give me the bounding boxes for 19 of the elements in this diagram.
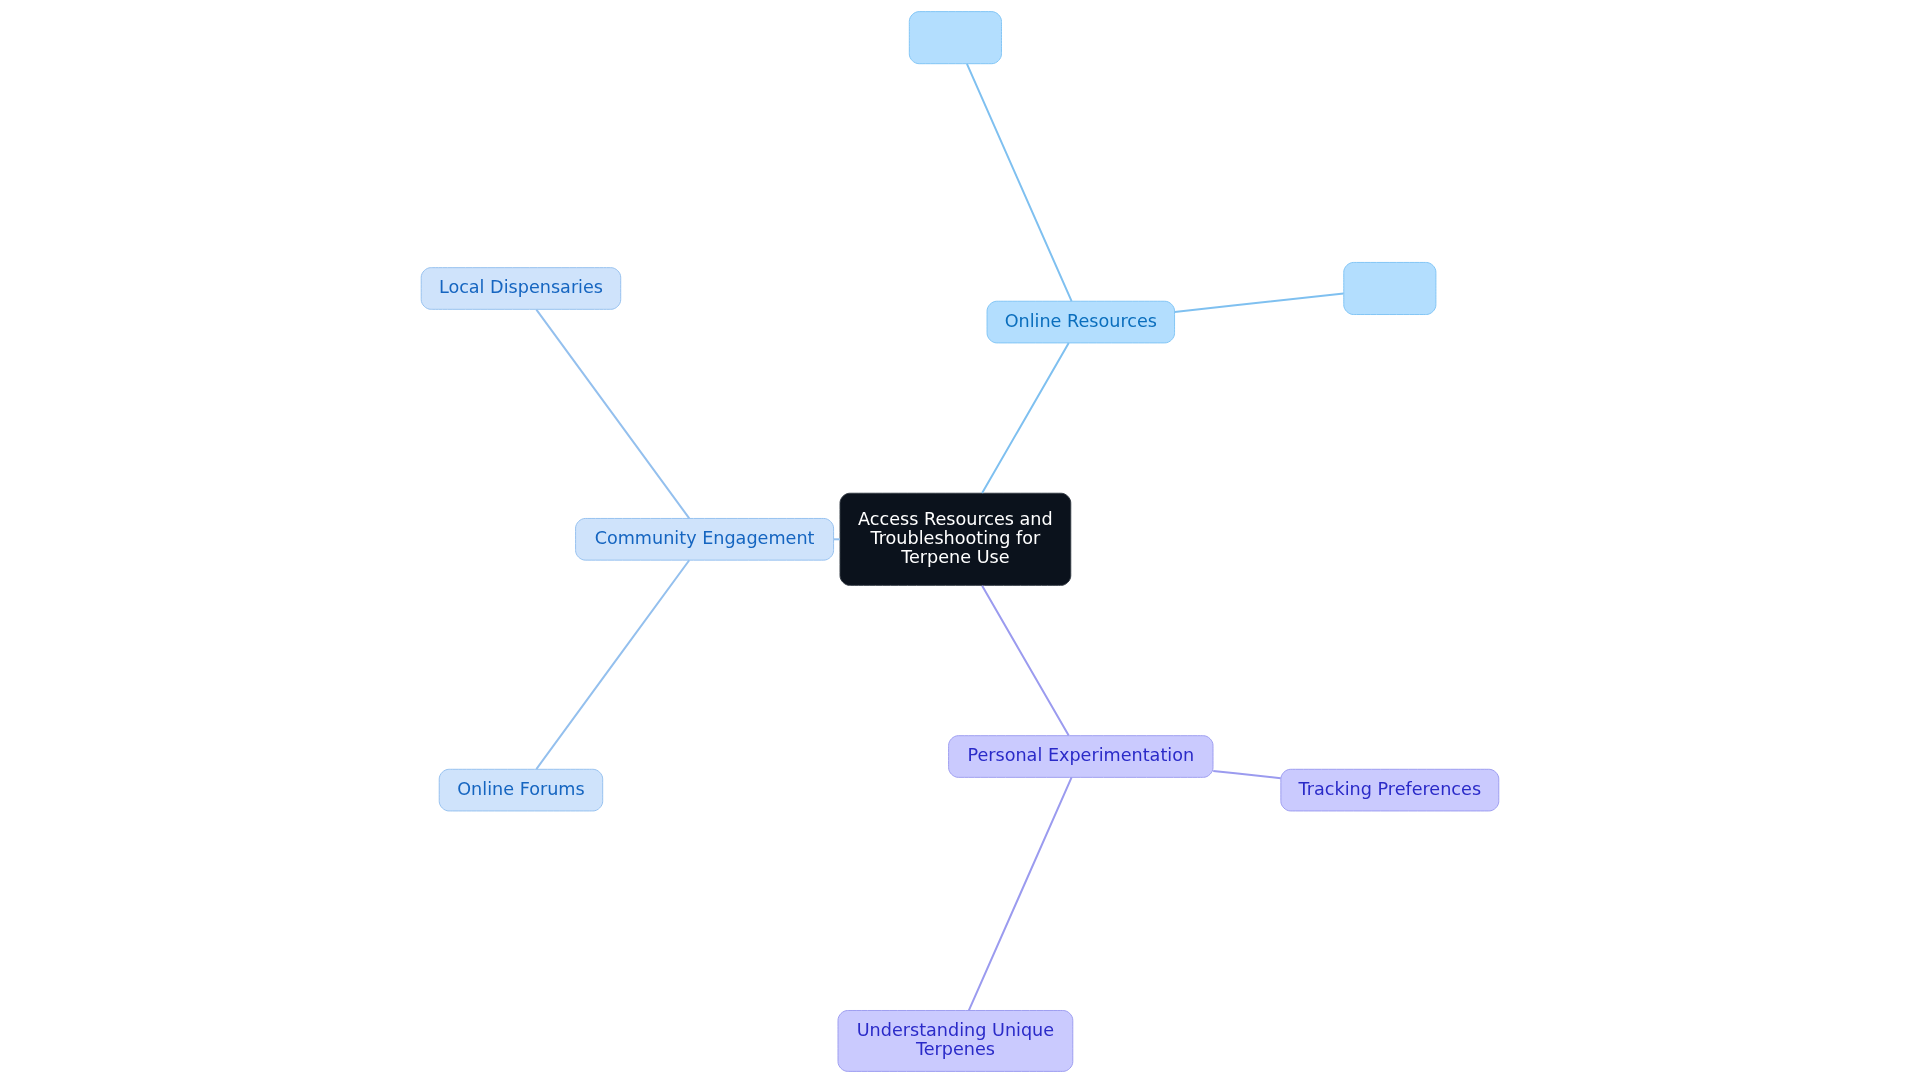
connector bbox=[967, 776, 1073, 1012]
node-box: Tracking Preferences bbox=[1280, 768, 1500, 812]
node-box: Community Engagement bbox=[575, 518, 835, 561]
node-box: Online Resources bbox=[986, 300, 1176, 344]
connector bbox=[1173, 292, 1345, 313]
node-box: Online Forums bbox=[438, 768, 604, 812]
connector bbox=[832, 538, 841, 541]
node-box bbox=[908, 11, 1002, 65]
connector bbox=[535, 308, 691, 520]
node-box bbox=[1343, 261, 1437, 315]
connector bbox=[965, 62, 1073, 303]
node-box: Personal Experimentation bbox=[948, 735, 1214, 778]
node-box: Access Resources and Troubleshooting for Terpene Use bbox=[839, 492, 1072, 586]
connector bbox=[981, 342, 1070, 494]
connector bbox=[981, 584, 1070, 737]
node-box: Local Dispensaries bbox=[420, 267, 622, 310]
connector bbox=[1212, 769, 1282, 780]
connector bbox=[535, 559, 691, 771]
node-box: Understanding Unique Terpenes bbox=[837, 1010, 1074, 1072]
